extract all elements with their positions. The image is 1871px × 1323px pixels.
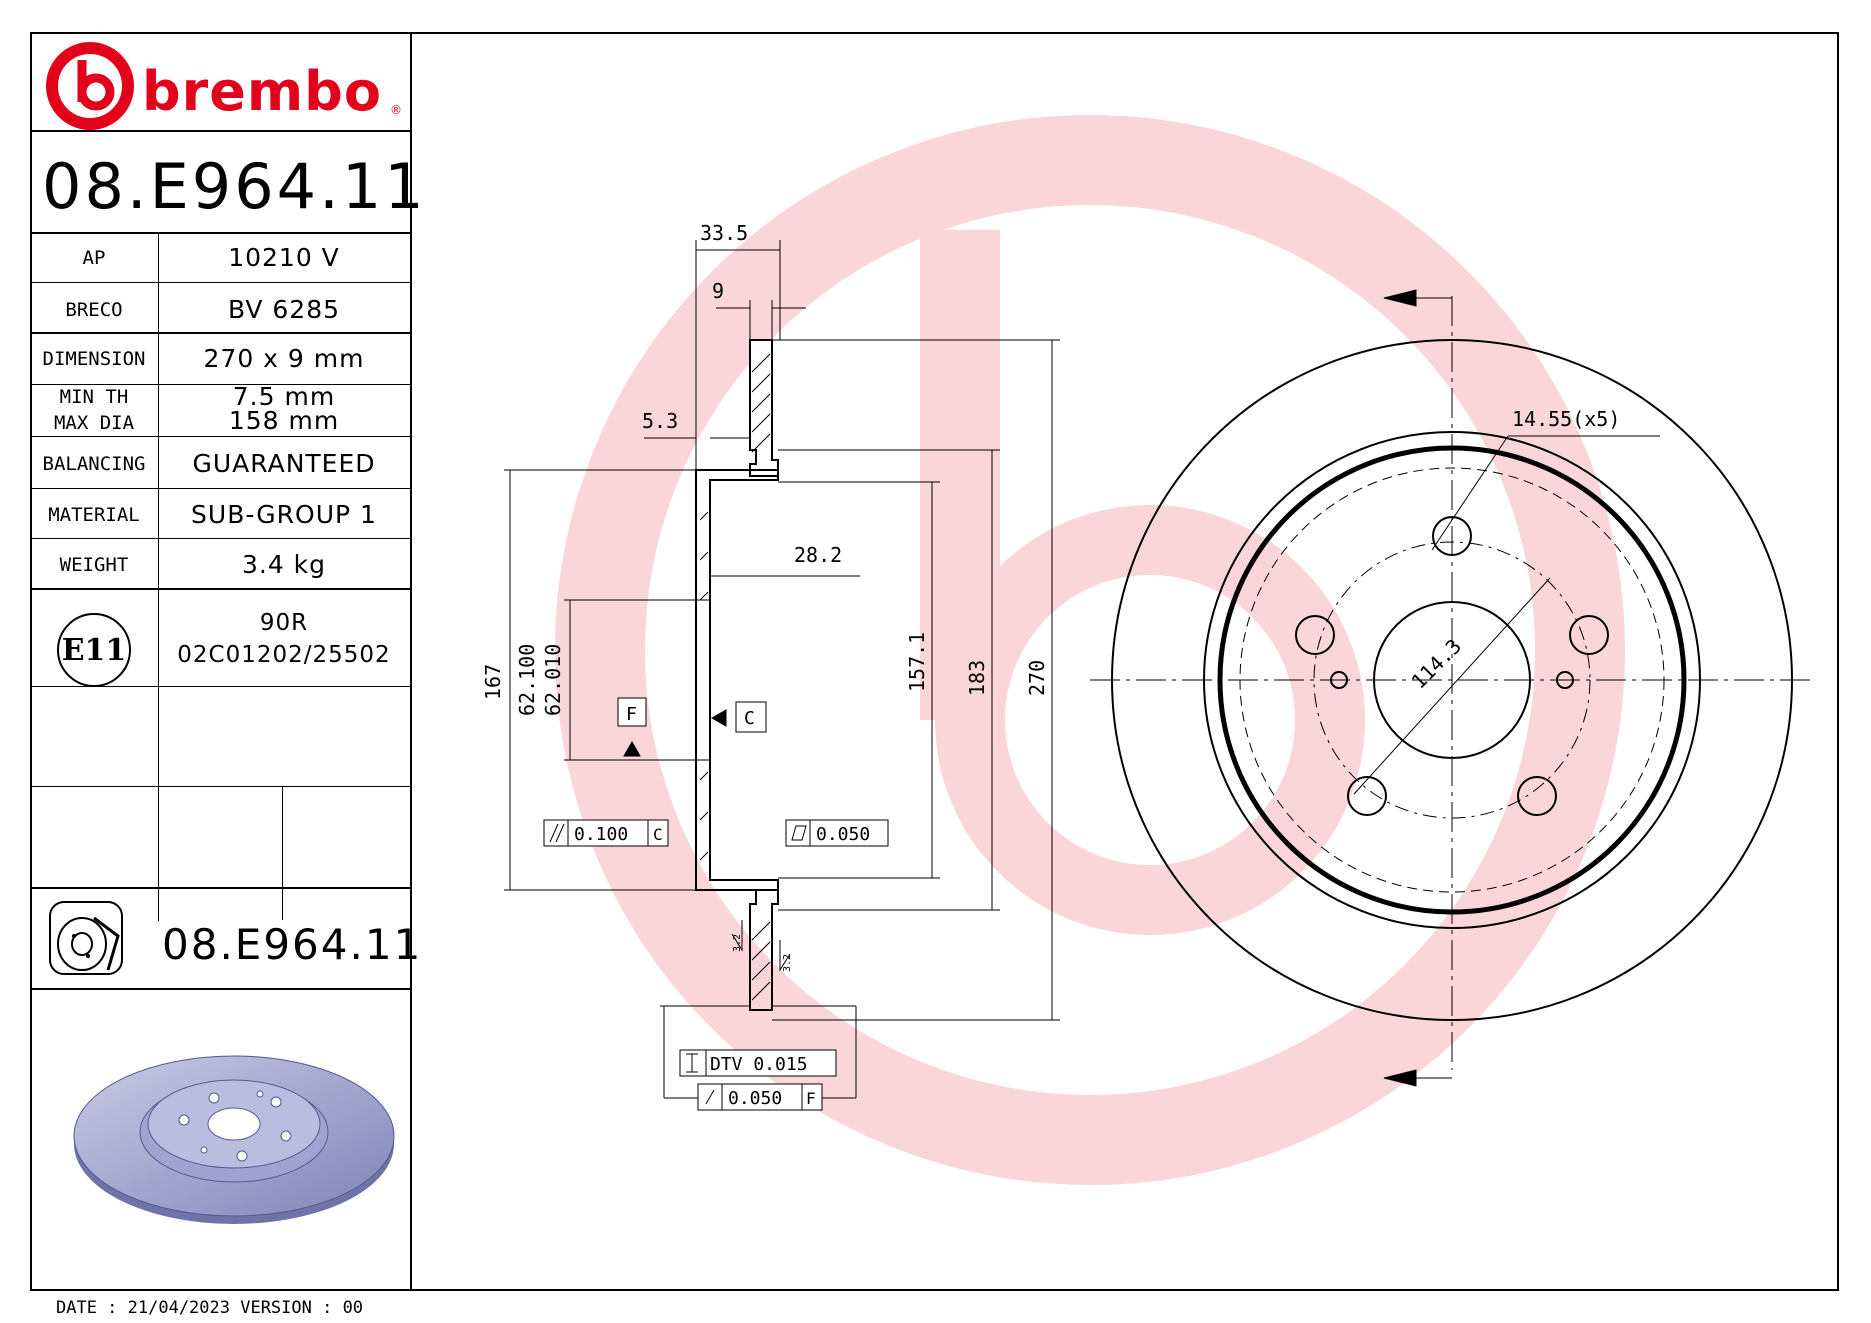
- spec-value-min-th: 7.5 mm: [232, 382, 336, 411]
- disc-icon: [49, 901, 123, 975]
- spec-label-max-dia: MAX DIA: [53, 412, 135, 434]
- spec-value-weight: 3.4 kg: [241, 550, 327, 579]
- dtv-value: DTV 0.015: [710, 1054, 808, 1075]
- spec-label-material: MATERIAL: [48, 504, 140, 526]
- datum-c: [710, 701, 767, 733]
- surface-finish: [731, 920, 791, 972]
- spec-value-balancing: GUARANTEED: [192, 449, 376, 478]
- dim-bore-min: 62.010: [541, 644, 565, 716]
- spec-label-min-th: MIN TH: [59, 386, 129, 408]
- spec-value-dimension: 270 x 9 mm: [203, 344, 365, 373]
- dim-hat-depth: 28.2: [794, 543, 842, 567]
- brand-wordmark: brembo: [142, 60, 382, 123]
- parallelism-datum: C: [653, 825, 663, 844]
- front-view: [1090, 296, 1810, 1070]
- dim-pcd: 114.3: [1407, 634, 1467, 694]
- runout-value: 0.050: [728, 1088, 782, 1109]
- datum-c-label: C: [744, 708, 755, 729]
- dim-bore-max: 62.100: [515, 644, 539, 716]
- dim-thickness: 9: [712, 279, 724, 303]
- spec-label-breco: BRECO: [65, 299, 123, 321]
- part-number-secondary: 08.E964.11: [162, 920, 423, 969]
- dimension-lines: [504, 240, 1060, 1099]
- footer-date-version: DATE : 21/04/2023 VERSION : 00: [56, 1298, 364, 1318]
- surface-finish-1: 3.2: [732, 934, 743, 952]
- e11-approval-mark: E11: [57, 613, 131, 687]
- dim-dia-270: 270: [1025, 660, 1049, 696]
- disc-render: [73, 1055, 395, 1224]
- datum-f: [617, 697, 647, 757]
- spec-value-max-dia: 158 mm: [228, 406, 340, 435]
- approval-reg: 90R: [259, 610, 309, 636]
- spec-label-ap: AP: [82, 247, 106, 269]
- datum-f-label: F: [626, 704, 637, 725]
- spec-label-balancing: BALANCING: [42, 453, 146, 475]
- runout-datum: F: [806, 1089, 816, 1108]
- svg-text:E11: E11: [62, 633, 127, 668]
- parallelism-value: 0.100: [574, 824, 628, 845]
- dim-dia-183: 183: [965, 660, 989, 696]
- registered-mark: ®: [390, 103, 402, 117]
- spec-value-breco: BV 6285: [227, 295, 341, 324]
- runout-frame: [697, 1083, 823, 1111]
- dtv-frame: [679, 1049, 837, 1077]
- flatness-value: 0.050: [816, 824, 870, 845]
- dim-dia-167: 167: [481, 664, 505, 700]
- spec-value-material: SUB-GROUP 1: [191, 500, 377, 529]
- dim-bolt-hole: 14.55(x5): [1512, 407, 1620, 431]
- dim-dia-157: 157.1: [905, 632, 929, 692]
- section-arrows: [1383, 289, 1452, 1087]
- dim-offset: 5.3: [642, 409, 678, 433]
- spec-label-dimension: DIMENSION: [42, 348, 146, 370]
- parallelism-frame: [543, 819, 669, 847]
- flatness-frame: [785, 819, 889, 847]
- section-hatching: [699, 353, 771, 1001]
- surface-finish-2: 3.2: [782, 954, 793, 972]
- drawing-frame: [30, 32, 1839, 1291]
- brembo-logo: brembo ®: [46, 42, 402, 130]
- approval-number: 02C01202/25502: [177, 642, 391, 668]
- spec-label-weight: WEIGHT: [59, 554, 129, 576]
- title-block: brembo ® 08.E964.11 AP 10210 V BRECO BV …: [30, 32, 424, 1291]
- brembo-watermark: [555, 115, 1625, 1185]
- part-number: 08.E964.11: [42, 150, 427, 223]
- spec-value-ap: 10210 V: [228, 243, 340, 272]
- dim-overall-width: 33.5: [700, 221, 748, 245]
